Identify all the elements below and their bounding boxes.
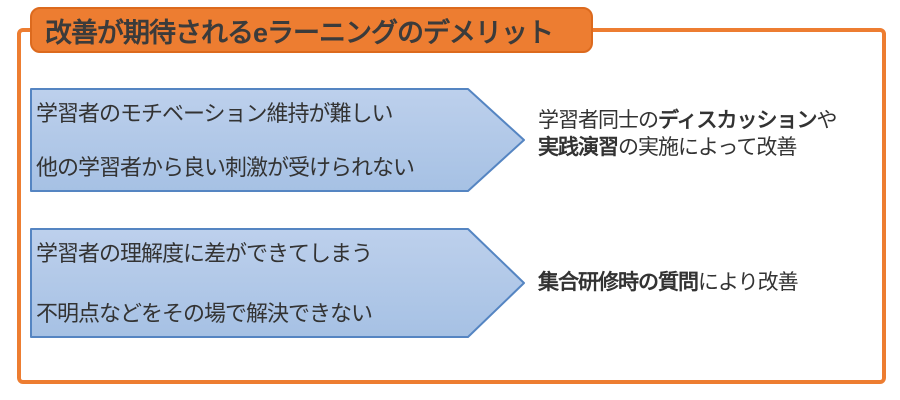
remedy-line: 実践演習の実施によって改善 (538, 136, 797, 159)
demerit-text-2: 学習者の理解度に差ができてしまう 不明点などをその場で解決できない (36, 228, 465, 338)
demerit-arrow-1: 学習者のモチベーション維持が難しい 他の学習者から良い刺激が受けられない (30, 88, 525, 192)
demerit-line: 他の学習者から良い刺激が受けられない (36, 155, 415, 180)
demerit-line: 学習者の理解度に差ができてしまう (36, 241, 373, 266)
remedy-line: 集合研修時の質問により改善 (538, 271, 799, 294)
remedy-line: 学習者同士のディスカッションや (538, 109, 838, 132)
remedy-text-1: 学習者同士のディスカッションや 実践演習の実施によって改善 (538, 107, 838, 161)
demerit-line: 学習者のモチベーション維持が難しい (36, 101, 394, 126)
title-badge: 改善が期待されるeラーニングのデメリット (30, 7, 593, 53)
page-title: 改善が期待されるeラーニングのデメリット (45, 17, 554, 48)
pentagon-arrow-icon (30, 228, 525, 338)
remedy-text-2: 集合研修時の質問により改善 (538, 269, 799, 296)
demerit-text-1: 学習者のモチベーション維持が難しい 他の学習者から良い刺激が受けられない (36, 88, 465, 192)
pentagon-arrow-icon (30, 88, 525, 192)
demerit-arrow-2: 学習者の理解度に差ができてしまう 不明点などをその場で解決できない (30, 228, 525, 338)
demerit-line: 不明点などをその場で解決できない (36, 301, 373, 326)
